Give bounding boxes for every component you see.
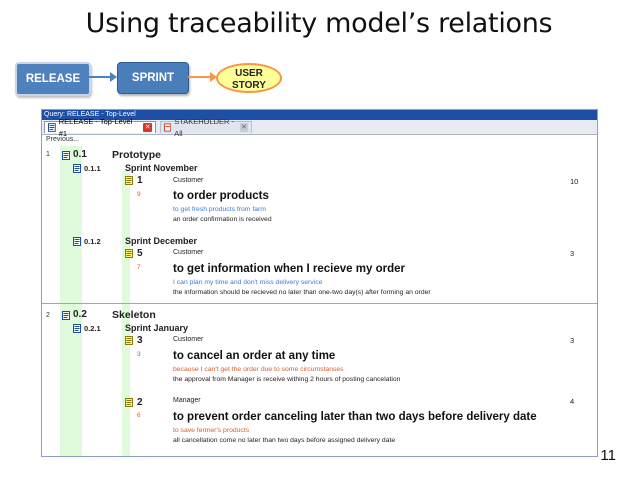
stakeholder-doc-icon: [164, 123, 172, 132]
story-acceptance: the approval from Manager is receive wit…: [173, 376, 401, 383]
story-id: 6: [137, 412, 141, 419]
story-points: 10: [570, 177, 579, 186]
story-role: Manager: [173, 397, 201, 404]
story-want: to get information when I recieve my ord…: [173, 263, 405, 275]
flow-story-line1: USER: [235, 68, 263, 79]
release-column: [60, 146, 82, 456]
document-icon: [73, 164, 81, 173]
story-reason: I can plan my time and don't miss delive…: [173, 279, 323, 286]
query-bar: Query: RELEASE - Top-Level: [42, 110, 597, 120]
release-name: Prototype: [112, 149, 162, 161]
story-want: to cancel an order at any time: [173, 350, 336, 362]
traceability-panel: Query: RELEASE - Top-Level RELEASE - Top…: [41, 109, 598, 457]
sprint-code: 0.1.1: [84, 164, 101, 173]
story-number: 1: [137, 175, 143, 186]
story-number: 2: [137, 397, 143, 408]
story-acceptance: the information should be recieved no la…: [173, 289, 431, 296]
story-acceptance: an order confirmation is received: [173, 216, 272, 223]
row-number: 1: [46, 151, 50, 158]
flow-release-box: RELEASE: [15, 62, 91, 96]
arrow-right-icon: [88, 72, 117, 82]
document-icon: [48, 123, 56, 132]
story-reason: because I can't get the order due to som…: [173, 366, 344, 373]
sprint-code: 0.2.1: [84, 324, 101, 333]
note-icon: [125, 336, 133, 345]
story-want: to order products: [173, 190, 269, 202]
note-icon: [125, 176, 133, 185]
close-icon[interactable]: ✕: [239, 123, 248, 132]
arrow-right-icon: [188, 72, 217, 82]
document-icon: [73, 324, 81, 333]
story-number: 5: [137, 248, 143, 259]
story-points: 4: [570, 397, 575, 406]
note-icon: [125, 398, 133, 407]
release-code: 0.2: [73, 309, 87, 320]
story-number: 3: [137, 335, 143, 346]
sprint-name: Sprint November: [125, 163, 198, 173]
story-want: to prevent order canceling later than tw…: [173, 411, 537, 423]
tab-release-label: RELEASE - Top-Level #1: [58, 116, 133, 138]
story-role: Customer: [173, 336, 204, 343]
flow-sprint-box: SPRINT: [117, 62, 189, 94]
tab-stakeholder-all[interactable]: STAKEHOLDER - All ✕: [160, 117, 252, 138]
story-reason: to save fermer's products: [173, 427, 250, 434]
story-role: Customer: [173, 177, 204, 184]
sprint-column: [122, 171, 130, 456]
story-id: 3: [137, 351, 141, 358]
story-points: 3: [570, 249, 575, 258]
row-number: 2: [46, 312, 50, 319]
story-id: 7: [137, 264, 141, 271]
release-name: Skeleton: [112, 309, 156, 321]
tab-release-top-level[interactable]: RELEASE - Top-Level #1 ✕: [44, 117, 156, 138]
close-icon[interactable]: ✕: [143, 123, 152, 132]
flow-user-story-ellipse: USER STORY: [216, 63, 282, 93]
story-acceptance: all cancellation come no later than two …: [173, 437, 396, 444]
previous-link[interactable]: Previous...: [46, 136, 80, 143]
row-divider: [42, 303, 597, 304]
story-points: 3: [570, 336, 575, 345]
flow-story-line2: STORY: [232, 80, 266, 91]
sprint-code: 0.1.2: [84, 237, 101, 246]
tab-stakeholder-label: STAKEHOLDER - All: [174, 116, 235, 138]
document-icon: [73, 237, 81, 246]
page-number: 11: [600, 447, 616, 464]
document-icon: [62, 311, 70, 320]
note-icon: [125, 249, 133, 258]
story-reason: to get fresh products from farm: [173, 206, 266, 213]
release-code: 0.1: [73, 149, 87, 160]
tab-bar: RELEASE - Top-Level #1 ✕ STAKEHOLDER - A…: [42, 117, 597, 138]
sprint-name: Sprint December: [125, 236, 198, 246]
story-id: 9: [137, 191, 141, 198]
sprint-name: Sprint January: [125, 323, 189, 333]
slide-title: Using traceability model’s relations: [85, 8, 553, 39]
document-icon: [62, 151, 70, 160]
story-role: Customer: [173, 249, 204, 256]
